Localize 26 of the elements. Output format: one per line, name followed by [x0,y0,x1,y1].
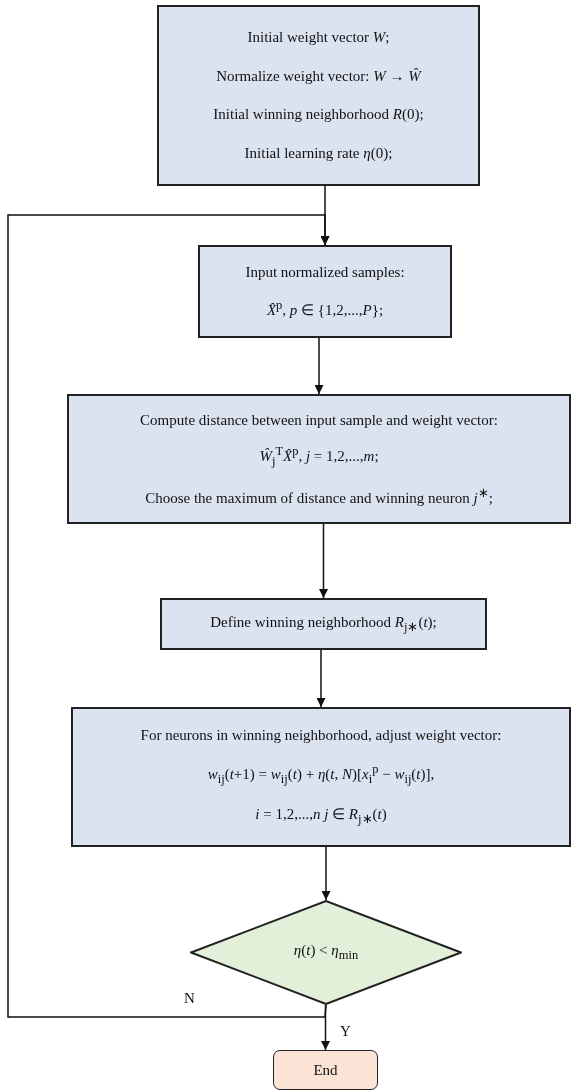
arrow [319,523,328,599]
step-text: Input normalized samples: [244,264,406,281]
step-text: Normalize weight vector: W → Ŵ [215,67,423,85]
process-box [67,394,571,524]
process-box [160,598,487,650]
end-label: End [312,1061,339,1079]
step-text: X̂$^{p}$, p ∈ {1,2,...,P}; [265,298,385,319]
step-text: Choose the maximum of distance and winning neuron j$^{∗}$; [144,484,494,507]
step-text: Initial learning rate η(0); [243,145,394,163]
step-text: w$_{ij}$(t+1) = w$_{ij}$(t) + η(t, N)[x$_{i}$$^{p}$ − w$_{ij}$(t)], [206,762,436,787]
arrow [314,337,324,395]
step-text: Initial weight vector W; [246,28,391,46]
step-text: Compute distance between input sample and weight vector: [139,411,499,429]
process-box [198,245,452,338]
process-box [157,5,480,186]
process-box [71,707,571,847]
step-text: i = 1,2,...,n j ∈ R$_{j∗}$(t) [254,805,388,827]
step-text: Ŵ$_{j}$$^{T}$X̂$^{p}$, j = 1,2,...,m; [258,444,380,469]
arrow [7,214,330,1018]
condition-text: η(t) < η$_{min}$ [292,942,360,963]
arrow [316,649,326,708]
step-text: For neurons in winning neighborhood, adjust weight vector: [139,727,503,744]
step-text: Define winning neighborhood R$_{j∗}$(t); [209,613,438,635]
step-text: Initial winning neighborhood R(0); [212,106,425,124]
arrow [321,846,331,901]
terminal-box [273,1050,378,1090]
